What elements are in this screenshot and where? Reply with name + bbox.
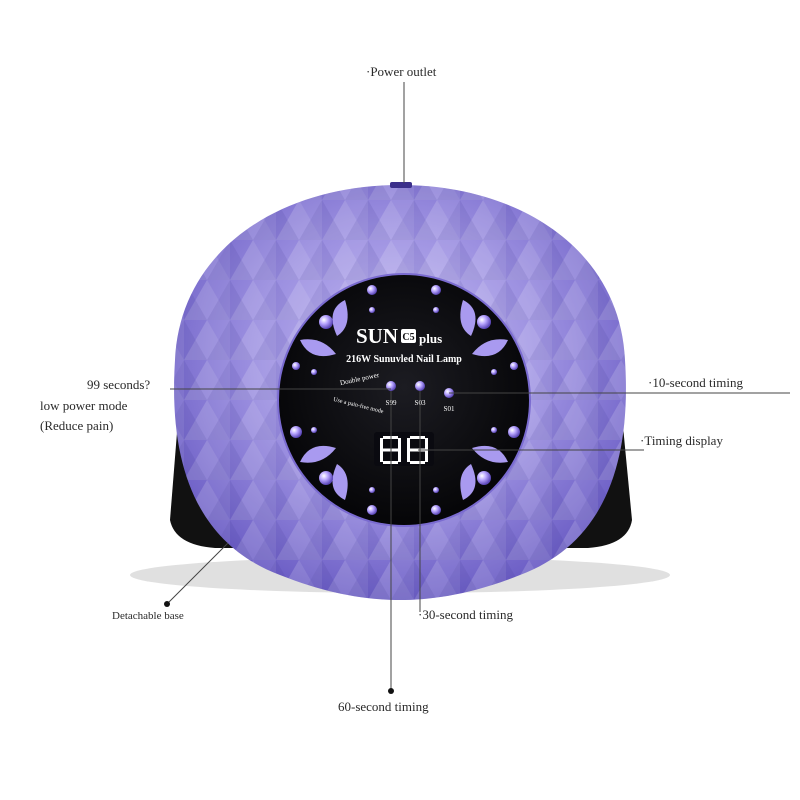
callout-dot-base — [164, 601, 170, 607]
brand-name: SUN — [356, 324, 398, 348]
model-name: 216W Sunuvled Nail Lamp — [346, 354, 462, 365]
brand-suffix: plus — [419, 331, 442, 346]
callout-10-second: ·10-second timing — [648, 375, 743, 390]
leaf-decorations — [300, 300, 508, 500]
control-panel — [278, 274, 530, 526]
callout-detachable-base: Detachable base — [112, 610, 184, 622]
digit-two — [407, 436, 428, 464]
power-outlet — [390, 182, 412, 188]
led-beads — [290, 285, 520, 515]
button-s01-label: S01 — [444, 405, 455, 413]
callout-60-second: 60-second timing — [338, 699, 429, 714]
callout-low-power: low power mode — [40, 398, 128, 413]
callout-99-seconds: 99 seconds? — [87, 377, 151, 392]
brand-badge-bg — [401, 329, 416, 343]
button-s03[interactable] — [415, 381, 425, 391]
callout-lines — [167, 82, 790, 690]
callout-timing-display: ·Timing display — [640, 433, 723, 448]
callout-dot-sixty — [388, 688, 394, 694]
callout-30-second: ·30-second timing — [418, 607, 513, 622]
brand-badge: C5 — [402, 332, 414, 343]
callout-reduce-pain: (Reduce pain) — [40, 418, 114, 433]
timer-display — [374, 432, 434, 466]
callout-power-outlet: ·Power outlet — [366, 64, 437, 79]
